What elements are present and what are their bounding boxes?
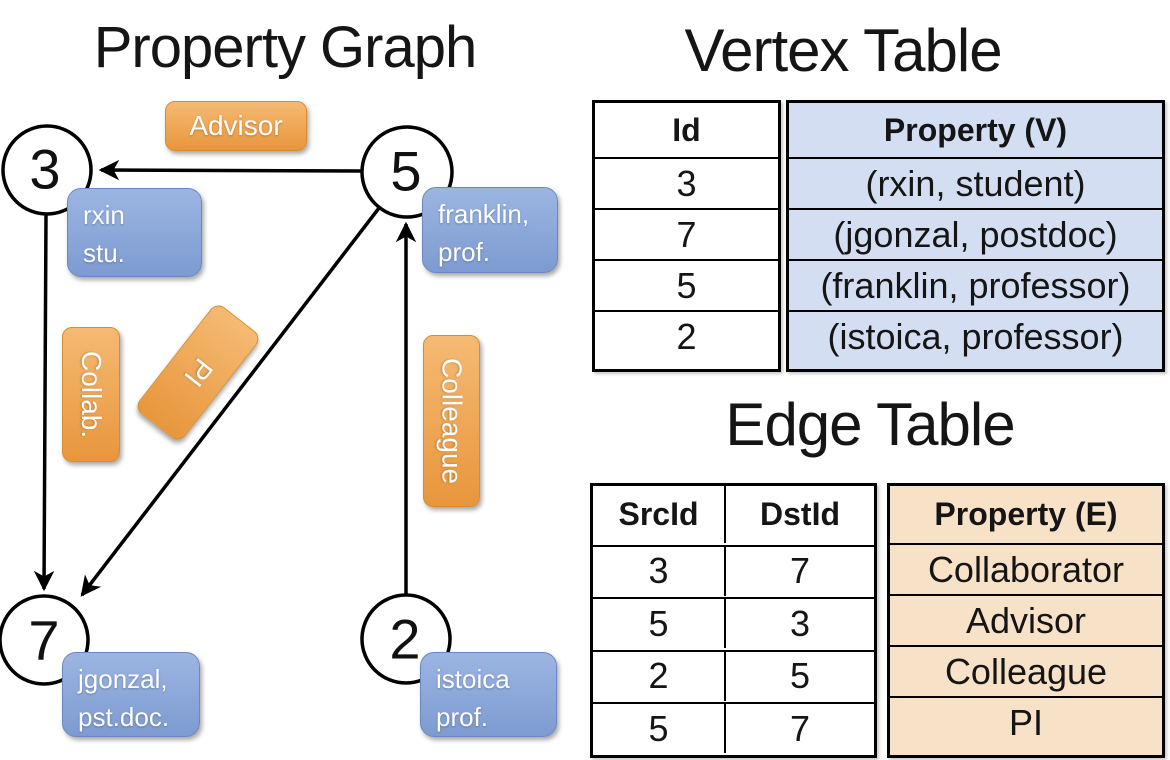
- edge-table-cell: Collaborator: [890, 543, 1162, 594]
- property-graph-title: Property Graph: [93, 15, 478, 80]
- edge-table-header-dstid: DstId: [760, 496, 840, 532]
- edge-table-cell: 3: [726, 597, 874, 648]
- node-id-5: 5: [390, 139, 422, 203]
- edge-5-to-3-advisor: [98, 159, 363, 181]
- vertex-table-property-column: Property (V) (rxin, student) (jgonzal, p…: [786, 100, 1165, 372]
- node-id-7: 7: [28, 608, 60, 672]
- vertex-table-cell: (rxin, student): [789, 157, 1162, 208]
- node-id-3: 3: [29, 137, 61, 201]
- node-prop-3: rxin stu.: [67, 188, 202, 277]
- edge-table-cell: 5: [593, 597, 726, 649]
- edge-table-cell: Colleague: [890, 645, 1162, 696]
- node-prop-7-line1: jgonzal,: [78, 664, 168, 694]
- edge-label-collab-text: Collab.: [76, 350, 107, 439]
- node-prop-5-line1: franklin,: [438, 199, 530, 229]
- node-circle-3: [1, 124, 93, 216]
- edge-table-header-srcid: SrcId: [593, 486, 726, 543]
- node-prop-2-line2: prof.: [436, 701, 489, 732]
- vertex-table-cell: 5: [595, 259, 778, 310]
- vertex-table-header-property: Property (V): [883, 111, 1068, 148]
- edge-label-advisor: Advisor: [165, 101, 307, 151]
- edge-label-collab: Collab.: [62, 327, 120, 462]
- edge-table-cell: 7: [726, 702, 874, 753]
- edge-table-id-columns: SrcId DstId 3 7 5 3 2 5 5 7: [590, 483, 877, 758]
- edge-table-cell: 5: [726, 649, 874, 701]
- edge-table-cell: 2: [593, 649, 726, 701]
- vertex-table-cell: 2: [595, 310, 778, 361]
- edge-label-advisor-text: Advisor: [189, 110, 283, 141]
- node-prop-2: istoica prof.: [420, 652, 557, 737]
- node-prop-3-line2: stu.: [83, 237, 125, 268]
- vertex-table-cell: (istoica, professor): [789, 310, 1162, 361]
- edge-table-cell: Advisor: [890, 594, 1162, 645]
- edge-5-to-7-pi: [80, 206, 381, 597]
- vertex-table-cell: 3: [595, 157, 778, 208]
- node-prop-5-line2: prof.: [438, 236, 491, 267]
- node-id-2: 2: [389, 607, 421, 671]
- property-graph-canvas: [0, 124, 454, 686]
- edge-table-cell: 7: [726, 544, 874, 596]
- vertex-table-cell: 7: [595, 208, 778, 259]
- edge-table-header-property: Property (E): [934, 496, 1118, 532]
- edge-label-colleague: Colleague: [423, 335, 480, 507]
- edge-table-cell: 5: [593, 702, 726, 754]
- node-prop-2-line1: istoica: [436, 664, 510, 694]
- edge-table-property-column: Property (E) Collaborator Advisor Collea…: [887, 483, 1165, 758]
- vertex-table-cell: (jgonzal, postdoc): [789, 208, 1162, 259]
- edge-label-colleague-text: Colleague: [436, 357, 468, 485]
- vertex-table-header-id: Id: [672, 111, 701, 148]
- node-prop-7: jgonzal, pst.doc.: [62, 652, 200, 737]
- node-prop-7-line2: pst.doc.: [78, 701, 170, 732]
- node-prop-5: franklin, prof.: [422, 187, 558, 273]
- edge-table-title: Edge Table: [725, 391, 1015, 458]
- vertex-table-id-column: Id 3 7 5 2: [592, 100, 781, 372]
- edge-label-pi-text: PI: [178, 352, 219, 393]
- vertex-table-cell: (franklin, professor): [789, 259, 1162, 310]
- node-prop-3-line1: rxin: [83, 200, 125, 230]
- vertex-table-title: Vertex Table: [684, 17, 1002, 84]
- edge-table-cell: PI: [890, 696, 1162, 747]
- edge-table-cell: 3: [593, 544, 726, 596]
- edge-3-to-7-collab: [33, 213, 55, 592]
